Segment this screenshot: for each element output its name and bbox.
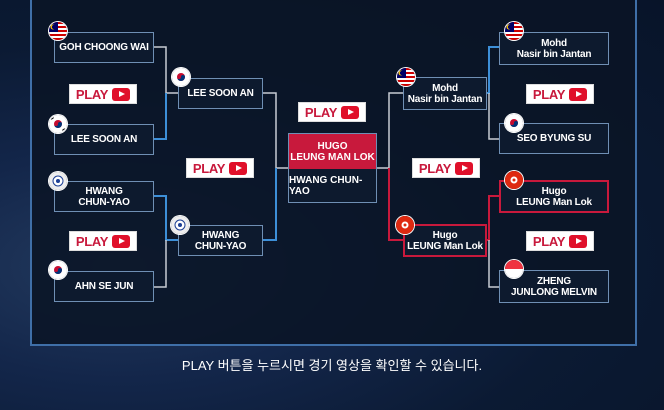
player-box-hwang-chun-yao-r2: HWANG CHUN-YAO bbox=[178, 225, 263, 256]
chinese-taipei-flag-icon bbox=[171, 216, 189, 234]
play-button-hwang-vs-ahn[interactable]: PLAY bbox=[69, 231, 137, 251]
final-runner-up: HWANG CHUN-YAO bbox=[289, 174, 363, 197]
youtube-icon bbox=[569, 234, 588, 248]
play-button-mohd-vs-seo[interactable]: PLAY bbox=[526, 84, 594, 104]
play-label: PLAY bbox=[75, 233, 109, 249]
play-button-final[interactable]: PLAY bbox=[298, 102, 366, 122]
youtube-icon bbox=[455, 161, 474, 175]
chinese-taipei-flag-icon bbox=[49, 172, 67, 190]
player-box-zheng-junlong: ZHENG JUNLONG MELVIN bbox=[499, 270, 609, 303]
final-box: HUGO LEUNG MAN LOK HWANG CHUN-YAO bbox=[288, 133, 377, 203]
malaysia-flag-icon bbox=[49, 22, 67, 40]
play-button-mohd-vs-hugo[interactable]: PLAY bbox=[412, 158, 480, 178]
player-box-lee-soon-an-r2: LEE SOON AN bbox=[178, 78, 263, 109]
korea-flag-icon bbox=[172, 68, 190, 86]
korea-flag-icon bbox=[49, 115, 67, 133]
play-label: PLAY bbox=[192, 160, 226, 176]
play-label: PLAY bbox=[75, 86, 109, 102]
play-label: PLAY bbox=[418, 160, 452, 176]
malaysia-flag-icon bbox=[505, 22, 523, 40]
singapore-flag-icon bbox=[505, 260, 523, 278]
instruction-caption: PLAY 버튼을 누르시면 경기 영상을 확인할 수 있습니다. bbox=[181, 358, 483, 373]
youtube-icon bbox=[112, 87, 131, 101]
player-box-lee-soon-an: LEE SOON AN bbox=[54, 124, 154, 155]
youtube-icon bbox=[341, 105, 360, 119]
korea-flag-icon bbox=[49, 261, 67, 279]
malaysia-flag-icon bbox=[397, 68, 415, 86]
youtube-icon bbox=[112, 234, 131, 248]
play-label: PLAY bbox=[532, 86, 566, 102]
korea-flag-icon bbox=[505, 114, 523, 132]
player-box-ahn-se-jun: AHN SE JUN bbox=[54, 271, 154, 302]
play-button-lee-vs-hwang[interactable]: PLAY bbox=[186, 158, 254, 178]
player-box-mohd-nasir-r2: Mohd Nasir bin Jantan bbox=[403, 77, 487, 110]
hong-kong-flag-icon bbox=[396, 216, 414, 234]
player-box-hugo-leung-r2: Hugo LEUNG Man Lok bbox=[403, 224, 487, 257]
play-button-goh-vs-lee[interactable]: PLAY bbox=[69, 84, 137, 104]
youtube-icon bbox=[229, 161, 248, 175]
play-label: PLAY bbox=[304, 104, 338, 120]
final-winner: HUGO LEUNG MAN LOK bbox=[289, 134, 376, 169]
player-box-goh-choong-wai: GOH CHOONG WAI bbox=[54, 32, 154, 63]
play-button-hugo-vs-zheng[interactable]: PLAY bbox=[526, 231, 594, 251]
hong-kong-flag-icon bbox=[505, 171, 523, 189]
play-label: PLAY bbox=[532, 233, 566, 249]
youtube-icon bbox=[569, 87, 588, 101]
player-box-hwang-chun-yao: HWANG CHUN-YAO bbox=[54, 181, 154, 212]
player-box-mohd-nasir: Mohd Nasir bin Jantan bbox=[499, 32, 609, 65]
